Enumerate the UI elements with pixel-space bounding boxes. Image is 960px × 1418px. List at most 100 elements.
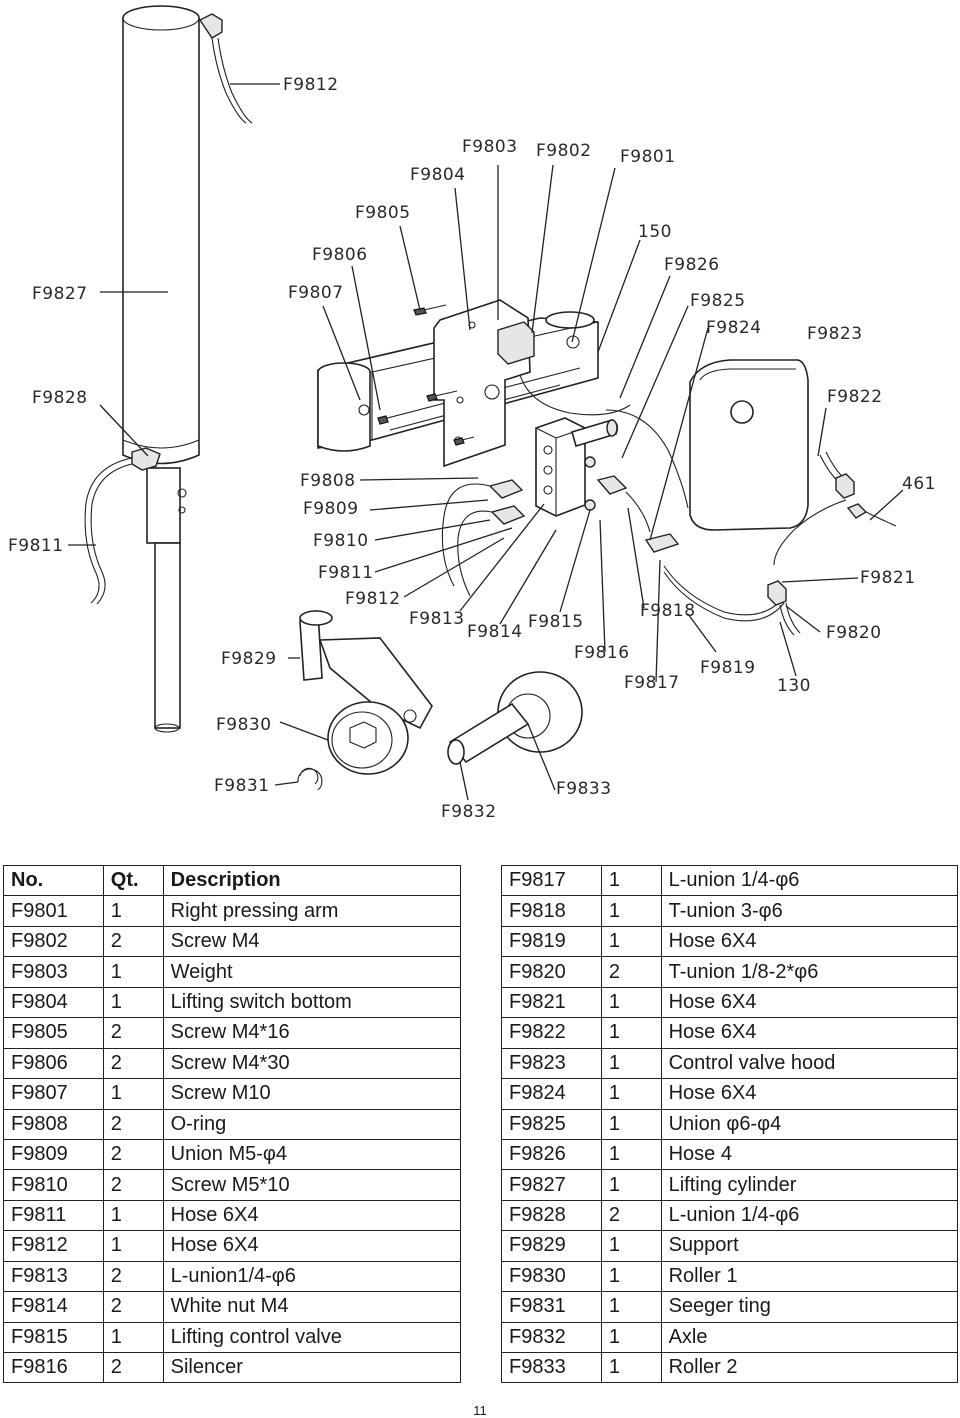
- part-description: Hose 6X4: [660, 986, 959, 1019]
- part-no: F9820: [501, 956, 602, 988]
- callout-label: F9826: [664, 255, 720, 275]
- part-description: Screw M10: [162, 1078, 462, 1110]
- part-description: Screw M4*30: [162, 1047, 462, 1080]
- part-qty: 1: [102, 986, 164, 1019]
- part-qty: 1: [600, 1138, 662, 1171]
- part-no: F9802: [3, 925, 104, 958]
- part-description: Union M5-φ4: [162, 1138, 462, 1171]
- callout-label: F9832: [441, 802, 497, 822]
- part-qty: 1: [102, 1321, 164, 1354]
- part-description: Hose 4: [660, 1138, 959, 1171]
- part-description: Lifting control valve: [162, 1321, 462, 1354]
- part-description: Hose 6X4: [660, 1017, 959, 1049]
- part-no: F9813: [3, 1260, 104, 1293]
- part-no: F9827: [501, 1169, 602, 1201]
- part-qty: 1: [600, 1291, 662, 1323]
- part-no: F9830: [501, 1260, 602, 1293]
- part-qty: 1: [600, 1230, 662, 1262]
- callout-label: F9816: [574, 643, 630, 663]
- part-qty: 2: [102, 1169, 164, 1201]
- part-qty: 2: [102, 1108, 164, 1140]
- part-qty: 1: [102, 895, 164, 927]
- callout-label: F9830: [216, 715, 272, 735]
- callout-label: F9809: [303, 499, 359, 519]
- header-qt: Qt.: [102, 864, 164, 897]
- part-description: Silencer: [162, 1351, 462, 1384]
- part-qty: 2: [102, 1351, 164, 1384]
- part-no: F9829: [501, 1230, 602, 1262]
- seeger-ring: [297, 767, 323, 791]
- part-qty: 1: [600, 986, 662, 1019]
- lifting-control-valve: [441, 374, 689, 597]
- callout-label: F9814: [467, 622, 523, 642]
- part-description: T-union 1/8-2*φ6: [660, 956, 959, 988]
- part-qty: 1: [600, 895, 662, 927]
- callout-label: F9821: [860, 568, 916, 588]
- lifting-cylinder: [84, 5, 253, 733]
- part-no: F9833: [501, 1351, 602, 1384]
- part-no: F9819: [501, 925, 602, 958]
- part-no: F9821: [501, 986, 602, 1019]
- part-qty: 1: [600, 1047, 662, 1080]
- lifting-switch-plate: [433, 299, 535, 468]
- callout-label: F9811: [8, 536, 64, 556]
- part-description: Screw M5*10: [162, 1169, 462, 1201]
- table-header-row: No. Qt. Description: [3, 864, 462, 897]
- part-no: F9814: [3, 1291, 104, 1323]
- callout-label: F9805: [355, 203, 411, 223]
- callout-label: 130: [777, 676, 811, 696]
- part-no: F9808: [3, 1108, 104, 1140]
- callout-label: F9810: [313, 531, 369, 551]
- part-qty: 1: [600, 1321, 662, 1354]
- part-no: F9806: [3, 1047, 104, 1080]
- part-qty: 1: [600, 1017, 662, 1049]
- part-description: Hose 6X4: [660, 925, 959, 958]
- part-description: Hose 6X4: [162, 1230, 462, 1262]
- callout-label: 461: [902, 474, 936, 494]
- exploded-parts-drawing: F9812 F9803 F9802 F9801 F9804 F9805 150 …: [8, 5, 936, 822]
- part-description: T-union 3-φ6: [660, 895, 959, 927]
- callout-label: F9804: [410, 165, 466, 185]
- part-qty: 1: [600, 1169, 662, 1201]
- part-qty: 1: [102, 1230, 164, 1262]
- part-description: Right pressing arm: [162, 895, 462, 927]
- callout-label: F9824: [706, 318, 762, 338]
- t-union: [644, 533, 785, 622]
- part-no: F9828: [501, 1199, 602, 1232]
- callout-label: 150: [638, 222, 672, 242]
- page-number: 11: [473, 1403, 487, 1418]
- part-description: Seeger ting: [660, 1291, 959, 1323]
- callout-label: F9833: [556, 779, 612, 799]
- control-valve-hood: [689, 359, 809, 531]
- part-no: F9812: [3, 1230, 104, 1262]
- callout-label: F9819: [700, 658, 756, 678]
- part-qty: 2: [102, 925, 164, 958]
- part-qty: 1: [102, 956, 164, 988]
- part-description: Lifting cylinder: [660, 1169, 959, 1201]
- callout-label: F9827: [32, 284, 88, 304]
- part-qty: 2: [102, 1291, 164, 1323]
- callout-label: F9815: [528, 612, 584, 632]
- part-no: F9810: [3, 1169, 104, 1201]
- part-qty: 2: [600, 956, 662, 988]
- callout-label: F9817: [624, 673, 680, 693]
- part-no: F9823: [501, 1047, 602, 1080]
- part-no: F9803: [3, 956, 104, 988]
- callout-label: F9806: [312, 245, 368, 265]
- part-qty: 2: [102, 1138, 164, 1171]
- callout-label: F9812: [283, 75, 339, 95]
- header-no: No.: [3, 864, 104, 897]
